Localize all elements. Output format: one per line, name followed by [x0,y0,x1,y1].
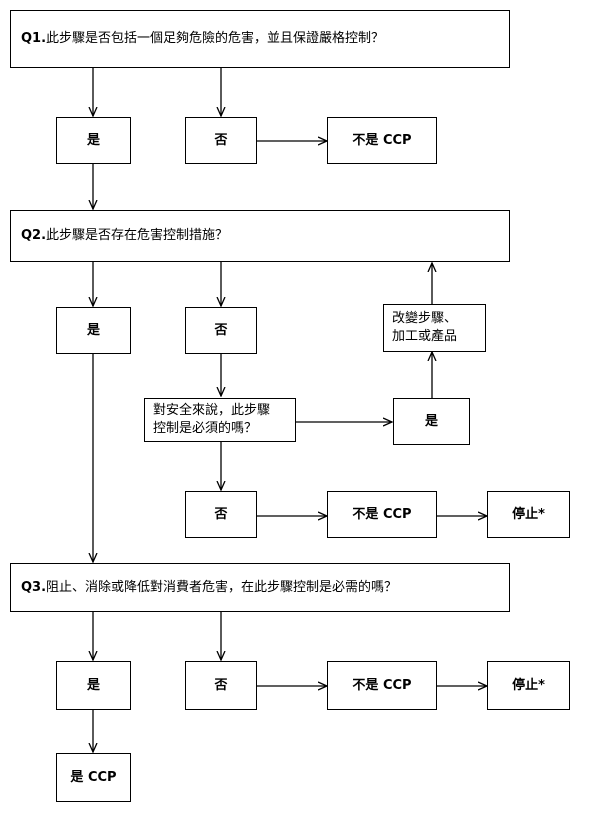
q2-label: Q2. [21,228,47,244]
safety-no-box: 否 [185,491,257,538]
q1-no-box: 否 [185,117,257,164]
question-q1-box: Q1. 此步驟是否包括一個足夠危險的危害，並且保證嚴格控制？ [10,10,510,68]
q2-yes-box: 是 [56,307,131,354]
q3-yes-box: 是 [56,661,131,710]
modify-line1: 改變步驟、 [392,311,458,327]
safety-q-line1: 對安全來說，此步驟 [153,403,271,419]
is-ccp-box: 是 CCP [56,753,131,802]
q3-no-box: 否 [185,661,257,710]
safety-not-ccp-box: 不是 CCP [327,491,437,538]
q3-label: Q3. [21,579,47,595]
question-q3-box: Q3. 阻止、消除或降低對消費者危害，在此步驟控制是必需的嗎？ [10,563,510,612]
q2-text: 此步驟是否存在危害控制措施？ [46,228,229,244]
q2-no-box: 否 [185,307,257,354]
q3-text: 阻止、消除或降低對消費者危害，在此步驟控制是必需的嗎？ [46,579,398,595]
q1-label: Q1. [21,31,47,47]
modify-step-box: 改變步驟、加工或產品 [383,304,486,352]
q1-text: 此步驟是否包括一個足夠危險的危害，並且保證嚴格控制？ [46,31,385,47]
safety-q-line2: 控制是必須的嗎？ [153,421,258,436]
q1-not-ccp-box: 不是 CCP [327,117,437,164]
question-q2-box: Q2. 此步驟是否存在危害控制措施？ [10,210,510,262]
safety-question-box: 對安全來說，此步驟控制是必須的嗎？ [144,398,296,442]
q3-not-ccp-box: 不是 CCP [327,661,437,710]
q1-yes-box: 是 [56,117,131,164]
modify-line2: 加工或產品 [392,329,458,344]
q3-stop-box: 停止* [487,661,570,710]
safety-stop-box: 停止* [487,491,570,538]
safety-yes-box: 是 [393,398,470,445]
